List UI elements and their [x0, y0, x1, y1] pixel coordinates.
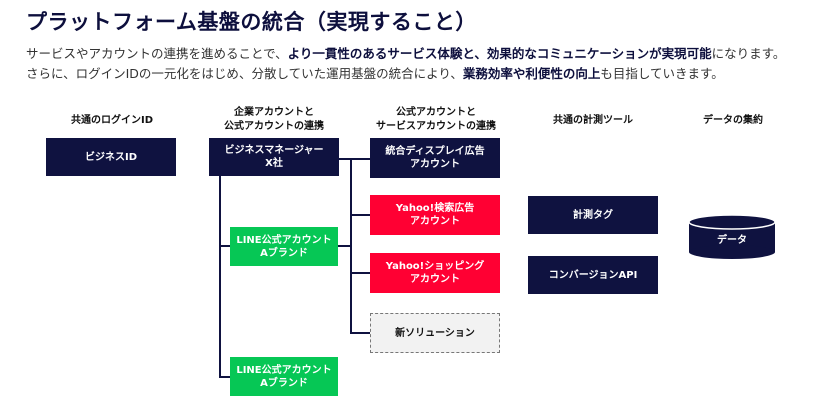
connector-line — [350, 158, 370, 160]
database-cylinder-icon — [688, 214, 776, 259]
connector-line — [350, 272, 370, 274]
business-manager-box: ビジネスマネージャー X社 — [209, 138, 339, 176]
display-ad-account-box: 統合ディスプレイ広告 アカウント — [370, 138, 500, 178]
connector-line — [350, 332, 370, 334]
intro-text: サービスやアカウントの連携を進めることで、より一貫性のあるサービス体験と、効果的… — [26, 44, 826, 84]
line-official-account-a-box-2: LINE公式アカウント Aブランド — [230, 357, 338, 396]
column-heading-measure: 共通の計測ツール — [553, 115, 633, 126]
connector-line — [219, 176, 221, 377]
new-solution-box: 新ソリューション — [370, 313, 500, 353]
yahoo-search-ad-account-box: Yahoo!検索広告 アカウント — [370, 195, 500, 235]
line-official-account-a-box: LINE公式アカウント Aブランド — [230, 227, 338, 266]
measurement-tag-box: 計測タグ — [528, 196, 658, 234]
column-heading-service: 公式アカウントと サービスアカウントの連携 — [376, 107, 496, 132]
conversion-api-box: コンバージョンAPI — [528, 256, 658, 294]
intro-text-segment: になります。 — [711, 46, 786, 61]
connector-line — [219, 376, 231, 378]
intro-line-2: さらに、ログインIDの一元化をはじめ、分散していた運用基盤の統合により、業務効率… — [26, 64, 826, 84]
intro-text-segment: サービスやアカウントの連携を進めることで、 — [26, 46, 288, 61]
intro-emphasis: 業務効率や利便性の向上 — [462, 66, 601, 81]
column-heading-corp: 企業アカウントと 公式アカウントの連携 — [224, 107, 324, 132]
page-title: プラットフォーム基盤の統合（実現すること） — [26, 10, 477, 34]
business-id-box: ビジネスID — [46, 138, 176, 176]
connector-line — [350, 158, 352, 333]
intro-text-segment: さらに、ログインIDの一元化をはじめ、分散していた運用基盤の統合により、 — [26, 66, 463, 81]
yahoo-shopping-account-box: Yahoo!ショッピング アカウント — [370, 253, 500, 293]
column-heading-login: 共通のログインID — [70, 115, 154, 126]
intro-emphasis: より一貫性のあるサービス体験と、効果的なコミュニケーションが実現可能 — [287, 46, 712, 61]
connector-line — [338, 245, 350, 247]
intro-line-1: サービスやアカウントの連携を進めることで、より一貫性のあるサービス体験と、効果的… — [26, 44, 826, 64]
connector-line — [350, 214, 370, 216]
column-heading-data: データの集約 — [703, 115, 763, 126]
intro-text-segment: も目指していきます。 — [600, 66, 724, 81]
connector-line — [219, 245, 231, 247]
data-store-label: データ — [717, 234, 747, 246]
connector-line — [338, 158, 350, 160]
